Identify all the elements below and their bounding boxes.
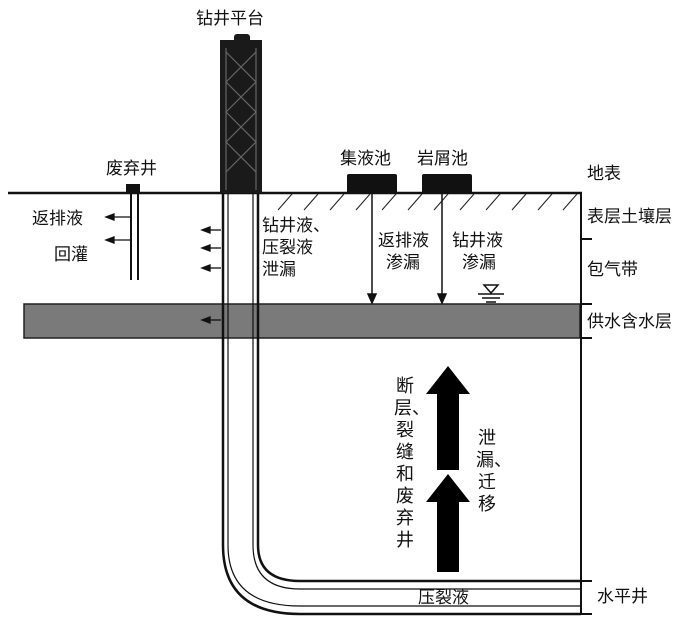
topsoil-label: 表层土壤层	[587, 207, 672, 227]
aquifer-label: 供水含水层	[587, 312, 672, 332]
upward-arrow-bottom	[426, 474, 470, 572]
right-boundary-ticks	[581, 238, 592, 615]
abandoned-well-shaft	[126, 184, 140, 280]
drilling-seep-label-1: 钻井液	[452, 231, 503, 251]
pathway-vertical-label: 断层、裂缝和废弃井	[394, 376, 430, 551]
flowback-reinjection-label-2: 回灌	[54, 245, 88, 265]
seepage-arrows	[366, 194, 448, 305]
cuttings-pool	[422, 174, 472, 194]
upward-migration-arrows	[426, 366, 470, 572]
upward-arrow-top	[426, 366, 470, 470]
drilling-leak-label-1: 钻井液、	[262, 216, 330, 236]
drilling-leak-label-2: 压裂液	[262, 238, 313, 258]
leak-vertical-label: 泄漏、迁移	[476, 428, 512, 515]
drilling-seep-label-2: 渗漏	[462, 253, 496, 273]
well-casing	[221, 193, 581, 616]
flowback-reinjection-label-1: 返排液	[32, 209, 83, 229]
water-table-symbol	[478, 284, 504, 303]
flowback-seep-label-1: 返排液	[378, 231, 429, 251]
cuttings-pool-label: 岩屑池	[417, 149, 468, 169]
surface-label: 地表	[587, 164, 621, 184]
fracturing-fluid-label: 压裂液	[418, 588, 469, 608]
reinjection-arrows	[104, 213, 131, 244]
abandoned-well-label: 废弃井	[106, 159, 157, 179]
drilling-rig-tower	[220, 34, 262, 193]
liquid-pool	[347, 174, 397, 194]
leak-arrows	[200, 226, 221, 324]
horizontal-well-label: 水平井	[597, 587, 648, 607]
drilling-leak-label-3: 泄漏	[262, 260, 296, 280]
surface-hatching	[277, 193, 578, 211]
rig-label: 钻井平台	[196, 9, 264, 29]
vadose-zone-label: 包气带	[587, 260, 638, 280]
liquid-pool-label: 集液池	[340, 149, 391, 169]
aquifer-band	[23, 303, 581, 339]
flowback-seep-label-2: 渗漏	[386, 253, 420, 273]
